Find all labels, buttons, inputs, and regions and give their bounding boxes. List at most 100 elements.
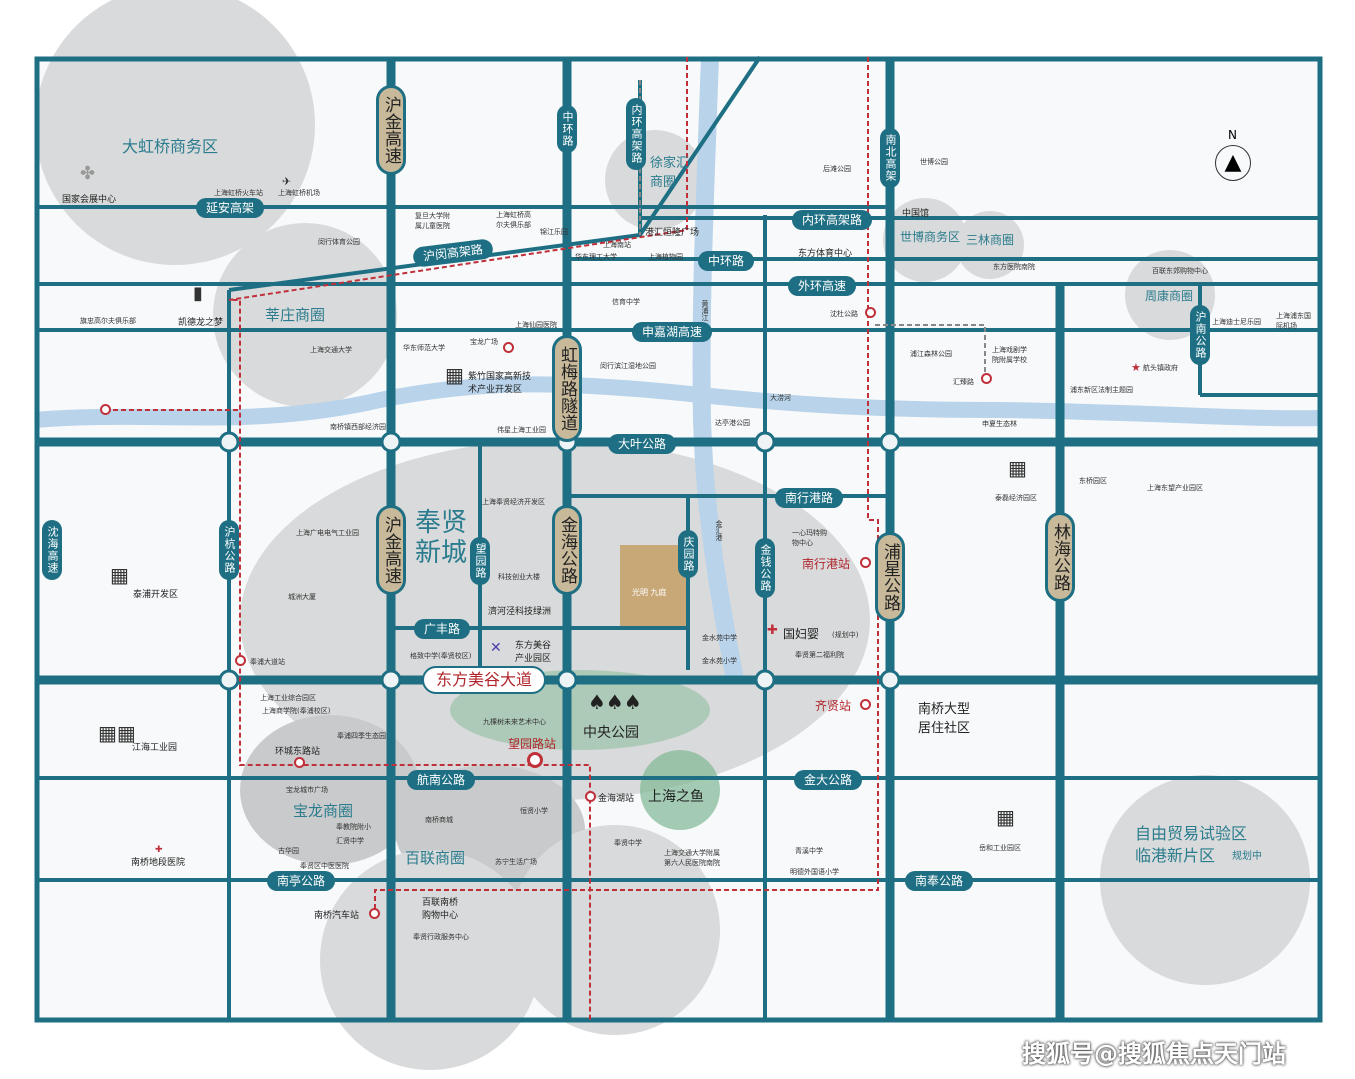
road-hunan: 沪南公路 xyxy=(1190,305,1210,365)
poi: 南桥地段医院 xyxy=(131,858,186,868)
road-qingyuan: 庆园路 xyxy=(678,530,698,578)
road-wangyuan: 望园路 xyxy=(470,537,490,585)
metro-icon xyxy=(235,655,246,666)
poi: 九棵树未来艺术中心 xyxy=(483,718,546,726)
building-icon: ▦ xyxy=(996,805,1015,829)
poi: 上海戏剧学院附属学校 xyxy=(992,346,1027,364)
road-daye: 大叶公路 xyxy=(608,434,677,454)
metro-icon xyxy=(860,699,871,710)
metro-icon xyxy=(527,752,543,768)
area-bailian: 百联商圈 xyxy=(405,849,466,867)
poi: 国家会展中心 xyxy=(62,195,117,205)
poi: 苏宁生活广场 xyxy=(495,858,537,866)
poi: 一心玛特购物中心 xyxy=(792,529,827,547)
road-hongmei: 虹梅路隧道 xyxy=(552,335,582,442)
station-wangyuan[interactable]: 望园路站 xyxy=(508,737,557,751)
poi: 信育中学 xyxy=(612,298,640,306)
road-zhonghuan-vertical: 中环路 xyxy=(557,105,577,153)
sanlin-area xyxy=(956,211,1024,279)
poi: 青溪中学 xyxy=(795,847,823,855)
poi: 上海交通大学附属第六人民医院南院 xyxy=(664,849,720,867)
poi: 上海植物园 xyxy=(648,253,683,261)
road-jinda: 金大公路 xyxy=(794,770,863,790)
poi: 南桥商城 xyxy=(425,816,453,824)
area-zhoukang: 周康商圈 xyxy=(1145,289,1194,303)
station-huizhen[interactable]: 汇臻路 xyxy=(953,378,974,386)
area-nanqiao: 南桥大型居住社区 xyxy=(918,702,971,736)
poi: 科技创业大楼 xyxy=(498,573,540,581)
station-nanqiao-bus[interactable]: 南桥汽车站 xyxy=(314,911,360,921)
poi: 上海交通大学 xyxy=(310,346,352,354)
road-nanxinggang: 南行港路 xyxy=(775,488,844,508)
fish-green xyxy=(640,750,720,830)
poi: 港汇恒隆广场 xyxy=(645,228,700,238)
project-label: 光明 九庭 xyxy=(632,588,667,597)
poi: 航头镇政府 xyxy=(1143,364,1178,372)
poi: 濟河泾科技绿洲 xyxy=(488,607,552,617)
south-area xyxy=(320,850,540,1070)
poi: 奉贤中学 xyxy=(614,839,642,847)
road-hujin-south: 沪金高速 xyxy=(376,505,406,595)
area-baolong: 宝龙商圈 xyxy=(293,802,354,820)
poi: 古华园 xyxy=(278,847,299,855)
station-huancheng[interactable]: 环城东路站 xyxy=(275,747,321,757)
poi: 上海东望产业园区 xyxy=(1147,484,1203,492)
hospital-icon: ✚ xyxy=(155,845,163,855)
poi: 后滩公园 xyxy=(823,165,851,173)
poi: 上海迪士尼乐园 xyxy=(1212,318,1261,326)
poi: 东方美谷产业园区 xyxy=(515,641,552,664)
poi: 凯德龙之梦 xyxy=(178,318,224,328)
poi: 金水苑中学 xyxy=(702,634,737,642)
road-shenhai: 沈海高速 xyxy=(42,520,62,580)
station-jinhaihu[interactable]: 金海湖站 xyxy=(598,794,635,804)
station-nanxinggang[interactable]: 南行港站 xyxy=(802,557,851,571)
poi: 国妇婴 xyxy=(783,627,820,641)
area-sanlin: 三林商圈 xyxy=(966,233,1015,247)
road-neihuan: 内环高架路 xyxy=(792,210,873,230)
building-icon: ▦ xyxy=(110,563,129,587)
poi: 江海工业园 xyxy=(132,743,178,753)
poi: 明德外国语小学 xyxy=(790,868,839,876)
poi: 泰磊经济园区 xyxy=(995,494,1037,502)
building-icon: ▦ xyxy=(1008,456,1027,480)
poi: 上海商学院(奉浦校区) xyxy=(262,707,331,715)
poi: 上海浦东国际机场 xyxy=(1276,312,1311,330)
poi: 宝龙城市广场 xyxy=(286,786,328,794)
poi: 中国馆 xyxy=(902,209,930,219)
interchanges xyxy=(218,431,901,691)
road-jinhai: 金海公路 xyxy=(552,505,582,595)
road-puxing: 浦星公路 xyxy=(875,532,905,622)
poi: 东方体育中心 xyxy=(798,249,853,259)
area-fengxian: 奉贤新城 xyxy=(415,508,468,568)
area-central-park: 中央公园 xyxy=(583,725,639,741)
poi: 上海南站 xyxy=(603,241,631,249)
area-xujiahui: 徐家汇商圈 xyxy=(650,156,690,190)
poi: 南桥镇西部经济园 xyxy=(330,423,386,431)
poi: 泰浦开发区 xyxy=(133,590,179,600)
road-hujin-north: 沪金高速 xyxy=(376,85,406,175)
poi: 华东师范大学 xyxy=(403,344,445,352)
hospital-icon: ✚ xyxy=(767,623,778,638)
road-nanfeng: 南奉公路 xyxy=(905,871,974,891)
poi: 上海工业综合园区 xyxy=(260,694,316,702)
star-icon: ★ xyxy=(1131,361,1141,374)
area-xinzhuang: 莘庄商圈 xyxy=(265,306,326,324)
poi: 浦东新区法制主题园 xyxy=(1070,386,1133,394)
building-icon: ▦ xyxy=(445,363,464,387)
poi: 奉浦四季生态园 xyxy=(337,732,386,740)
road-waihuan: 外环高速 xyxy=(788,276,857,296)
airplane-icon: ✈ xyxy=(282,175,292,188)
station-qixian[interactable]: 齐贤站 xyxy=(815,699,852,713)
poi: 上海广电电气工业园 xyxy=(296,529,359,537)
metro-icon xyxy=(100,404,111,415)
poi: 奉贤区中医医院 xyxy=(300,862,349,870)
road-zhonghuan: 中环路 xyxy=(698,251,755,271)
poi: 格致中学(奉贤校区) xyxy=(410,652,472,660)
station-fengpu[interactable]: 奉浦大道站 xyxy=(250,658,285,666)
poi: 城洲大厦 xyxy=(288,593,316,601)
poi: 奉贤第二福利院 xyxy=(795,651,844,659)
station-shendu[interactable]: 沈杜公路 xyxy=(830,310,858,318)
poi: 紫竹国家高新技术产业开发区 xyxy=(468,372,532,395)
road-huhang: 沪杭公路 xyxy=(219,520,239,580)
metro-icon xyxy=(860,557,871,568)
